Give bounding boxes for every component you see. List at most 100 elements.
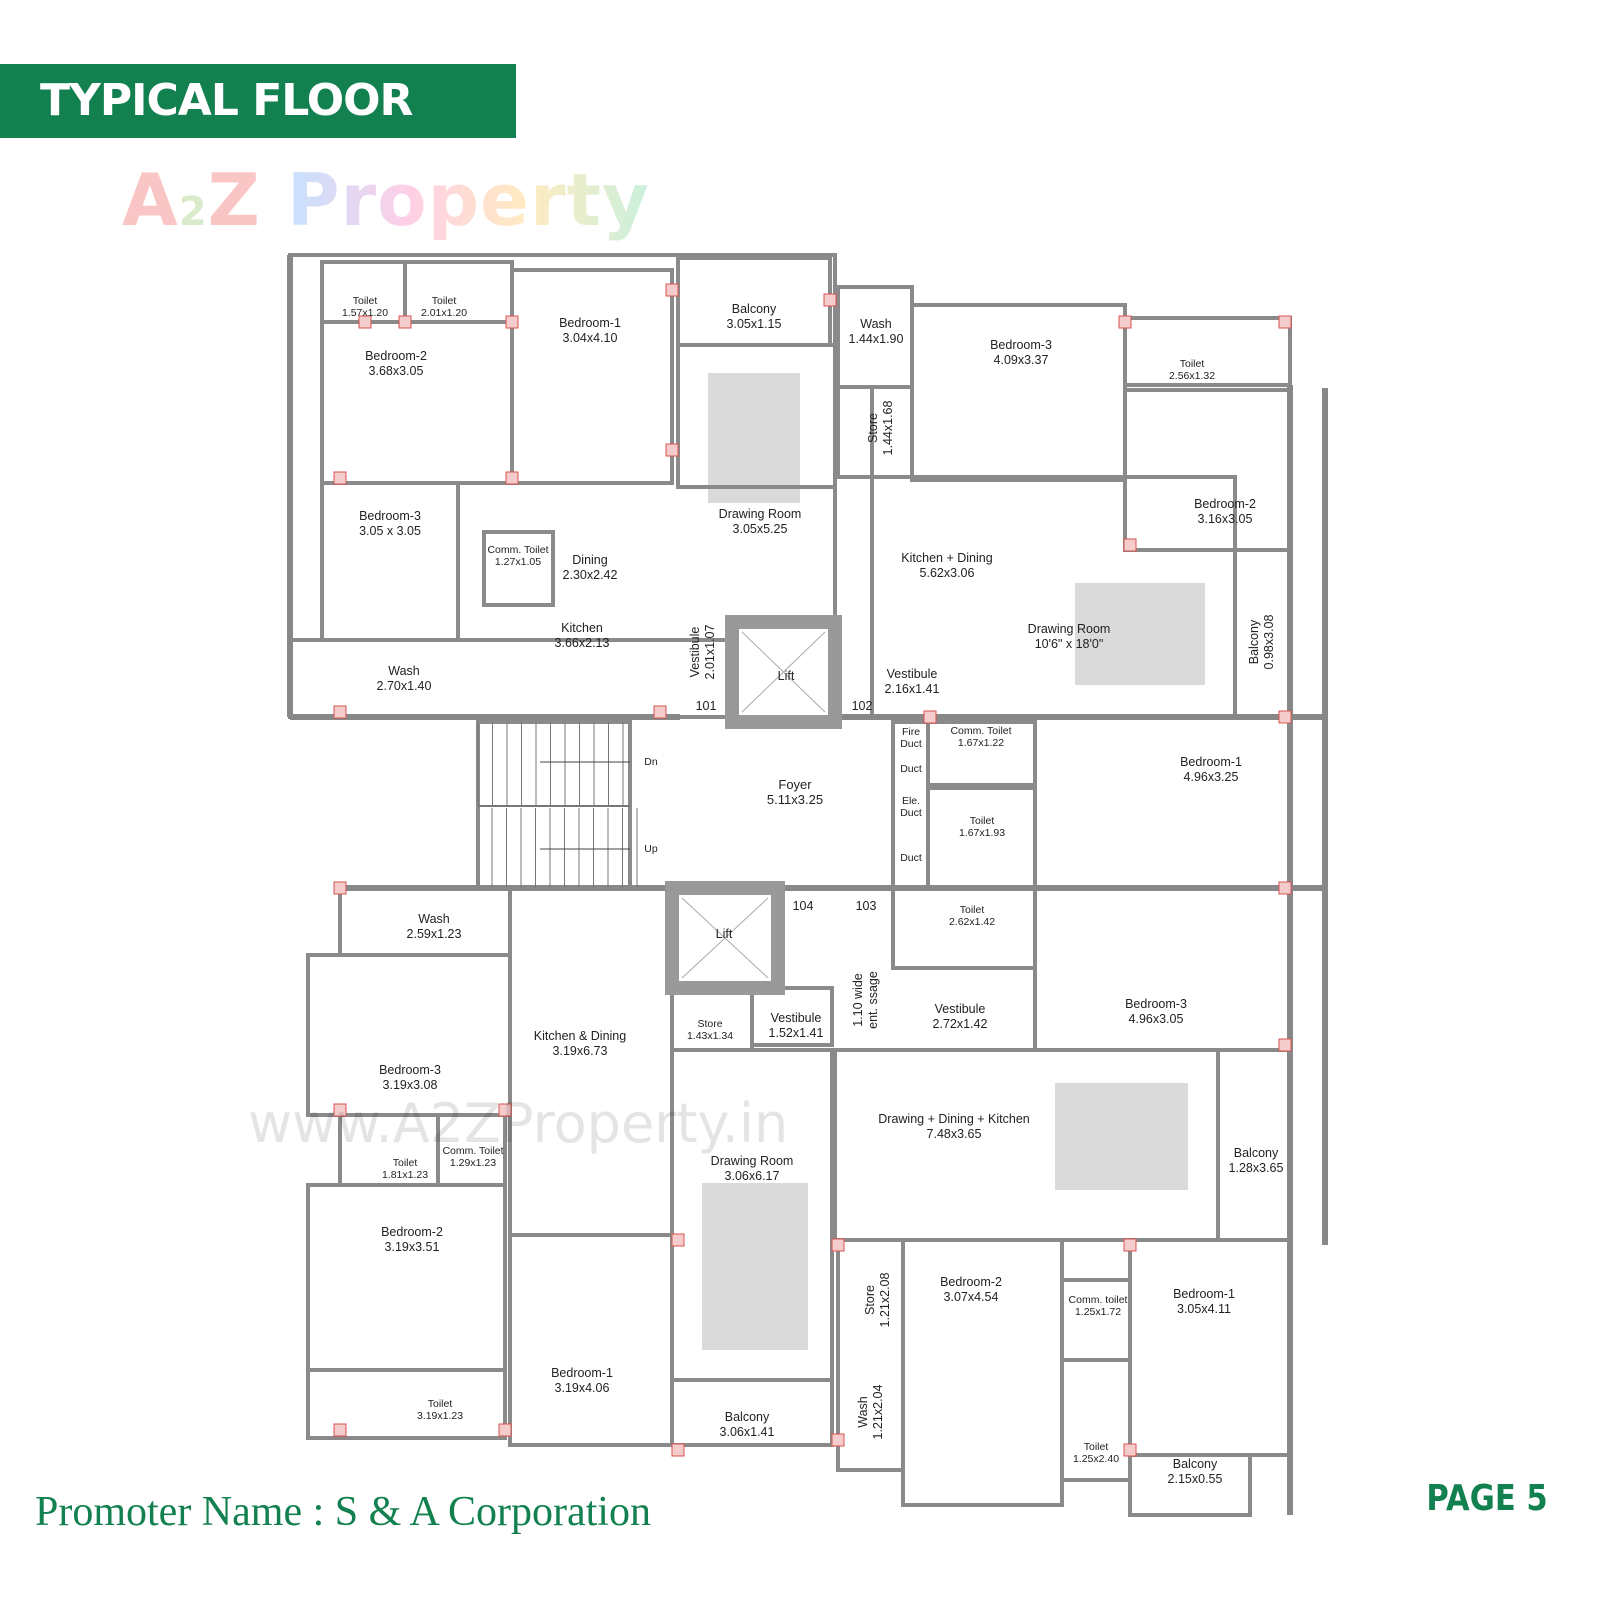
room-name: Bedroom-1	[559, 316, 621, 330]
room-dimensions: 10'6" x 18'0"	[1034, 637, 1104, 651]
column-marker	[398, 315, 412, 329]
wall	[750, 986, 834, 1047]
unit-103-room-label: Ele.Duct	[900, 795, 922, 819]
room-name: Balcony	[1247, 619, 1261, 665]
website-watermark: www.A2ZProperty.in	[248, 1092, 789, 1155]
room-dimensions: 1.44x1.90	[848, 332, 904, 346]
wall	[1123, 316, 1292, 387]
room-name: Comm. Toilet	[950, 725, 1012, 737]
room-dimensions: 1.67x1.93	[958, 827, 1006, 839]
room-dimensions: 2.16x1.41	[884, 682, 940, 696]
room-name: Wash	[860, 317, 892, 331]
column-marker	[1123, 538, 1137, 552]
column-marker	[498, 1103, 512, 1117]
logo-digit-2: 2	[178, 189, 208, 235]
room-dimensions: 3.06x6.17	[724, 1169, 780, 1183]
wall	[676, 343, 837, 489]
room-dimensions: 3.19x1.23	[416, 1410, 464, 1422]
stairs-dn-label: Dn	[644, 756, 658, 768]
wall	[836, 1238, 905, 1472]
room-name: Bedroom-1	[1173, 1287, 1235, 1301]
wall	[670, 1378, 834, 1447]
column-marker	[1278, 1038, 1292, 1052]
column-marker	[831, 1238, 845, 1252]
room-name: Toilet	[969, 815, 995, 827]
column-marker	[653, 705, 667, 719]
room-dimensions: 1.43x1.34	[686, 1030, 734, 1042]
wall	[320, 320, 514, 485]
room-dimensions: 3.05x4.11	[1177, 1302, 1231, 1316]
room-name: Kitchen	[561, 621, 603, 635]
room-dimensions: 2.01x1.07	[703, 624, 717, 680]
room-dimensions: 2.15x0.55	[1167, 1472, 1223, 1486]
wall	[320, 481, 460, 642]
room-dimensions: 3.66x2.13	[554, 636, 610, 650]
room-dimensions: 1.52x1.41	[768, 1026, 824, 1040]
column-marker	[823, 293, 837, 307]
room-dimensions: 7.48x3.65	[926, 1127, 982, 1141]
room-dimensions: 2.01x1.20	[420, 307, 468, 319]
room-dimensions: 2.56x1.32	[1168, 370, 1216, 382]
room-dimensions: 5.11x3.25	[766, 792, 824, 807]
room-name: Wash	[856, 1396, 870, 1428]
column-marker	[1123, 1443, 1137, 1457]
column-marker	[1278, 315, 1292, 329]
room-dimensions: 4.96x3.05	[1128, 1012, 1184, 1026]
wall	[910, 303, 1127, 482]
room-dimensions: 1.44x1.68	[881, 400, 895, 456]
room-dimensions: 1.81x1.23	[381, 1169, 429, 1181]
column-marker	[671, 1443, 685, 1457]
wall	[1033, 715, 1292, 890]
column-marker	[665, 443, 679, 457]
room-dimensions: 1.28x3.65	[1228, 1161, 1284, 1175]
room-name: Toilet	[427, 1398, 453, 1410]
logo-word-property: Property	[286, 158, 650, 242]
unit-103-room-label: Duct	[900, 763, 922, 775]
room-dimensions: 1.57x1.20	[341, 307, 389, 319]
room-name: Balcony	[1233, 1146, 1279, 1160]
room-name: Comm. Toilet	[442, 1145, 504, 1157]
room-name: Store	[697, 1018, 723, 1030]
room-dimensions: 3.06x1.41	[719, 1425, 775, 1439]
room-dimensions: 1.67x1.22	[957, 737, 1005, 749]
page-title: TYPICAL FLOOR PLAN	[40, 75, 413, 200]
column-marker	[671, 1233, 685, 1247]
room-name: Bedroom-3	[379, 1063, 441, 1077]
room-name: Balcony	[724, 1410, 770, 1424]
room-name: Dining	[572, 553, 608, 567]
wall	[306, 1183, 507, 1372]
wall	[508, 886, 674, 1237]
flat-103-label: 103	[855, 899, 877, 913]
room-name: Bedroom-3	[359, 509, 421, 523]
stairs-up-label: Up	[644, 843, 658, 855]
flat-102-label: 102	[851, 699, 873, 713]
room-dimensions: 4.09x3.37	[993, 353, 1049, 367]
flat-104-label: 104	[792, 899, 814, 913]
room-name: Vestibule	[688, 626, 702, 678]
room-name: Duct	[900, 763, 922, 775]
wall	[1216, 1048, 1292, 1242]
